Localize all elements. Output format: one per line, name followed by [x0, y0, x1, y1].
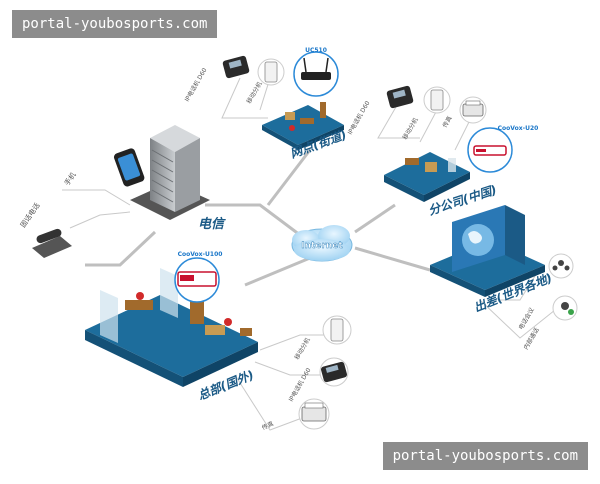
sub-mobile-ext-label: 移动分机 [401, 116, 420, 141]
link-branch-phone [221, 77, 268, 119]
link-landline-telecom [69, 211, 131, 229]
link-hq-fax [234, 374, 311, 431]
branch-ip-phone-label: IP电话机 D60 [183, 66, 209, 103]
telecom-label: 电信 [198, 216, 226, 232]
internal-call-label: 内部通话 [522, 326, 541, 351]
link-branch-hub [266, 149, 312, 206]
coovox-u20-label: CooVox-U20 [498, 125, 539, 132]
coovox-u100-label: CooVox-U100 [178, 251, 223, 258]
internet-cloud: Internet [291, 225, 353, 262]
link-hq-mobile [259, 334, 330, 351]
fax-machine-icon [298, 398, 330, 430]
branch-mobile-ext-label: 移动分机 [245, 80, 264, 105]
landline-phone-icon [32, 228, 72, 258]
sub-ip-phone-label: IP电话机 D60 [346, 99, 372, 136]
hq-ip-phone-label: IP电话机 D60 [287, 366, 313, 403]
uc510-router-icon [293, 51, 339, 97]
mobile-phone-icon [113, 148, 145, 187]
mobile-label: 手机 [62, 171, 77, 188]
coovox-u20-device-icon [467, 127, 513, 173]
watermark-top: portal-youbosports.com [12, 10, 218, 38]
ip-phone-icon [386, 85, 414, 109]
sub-fax-label: 传真 [441, 115, 454, 129]
watermark-bottom: portal-youbosports.com [382, 442, 588, 470]
internal-call-icon [552, 295, 578, 321]
device-links [62, 77, 556, 431]
network-links [85, 149, 431, 287]
link-sub-mobile [419, 109, 438, 143]
internet-label: Internet [301, 241, 343, 251]
link-telecom-hq [85, 230, 157, 267]
link-sub-phone [377, 99, 420, 139]
link-travel-conf [500, 267, 541, 301]
mobile-extension-icon [322, 315, 352, 345]
link-mobile-telecom [62, 189, 131, 206]
conference-call-icon [548, 253, 574, 279]
hq-fax-label: 传真 [260, 419, 274, 431]
travel-platform: 出差(世界各地) [430, 205, 554, 315]
ip-phone-icon [222, 55, 250, 79]
link-subsidiary-hub [354, 203, 396, 234]
hq-platform: 总部(国外) [85, 268, 258, 403]
telecom-building: 电信 [130, 125, 226, 232]
ip-phone-icon [319, 357, 349, 387]
branch-platform: 网点(街道) [262, 102, 348, 161]
landline-label: 固话电话 [18, 201, 41, 229]
link-telecom-hub [205, 203, 301, 237]
hq-mobile-ext-label: 移动分机 [293, 336, 312, 361]
mobile-extension-icon [423, 86, 451, 114]
link-hq-phone [254, 361, 330, 376]
link-sub-fax [454, 119, 471, 151]
mobile-extension-icon [257, 58, 285, 86]
fax-machine-icon [459, 96, 487, 124]
link-hq-hub [244, 256, 311, 287]
link-travel-internal [479, 299, 556, 339]
coovox-u100-device-icon [174, 257, 220, 303]
uc510-label: UC510 [305, 47, 327, 54]
link-travel-hub [354, 246, 431, 272]
